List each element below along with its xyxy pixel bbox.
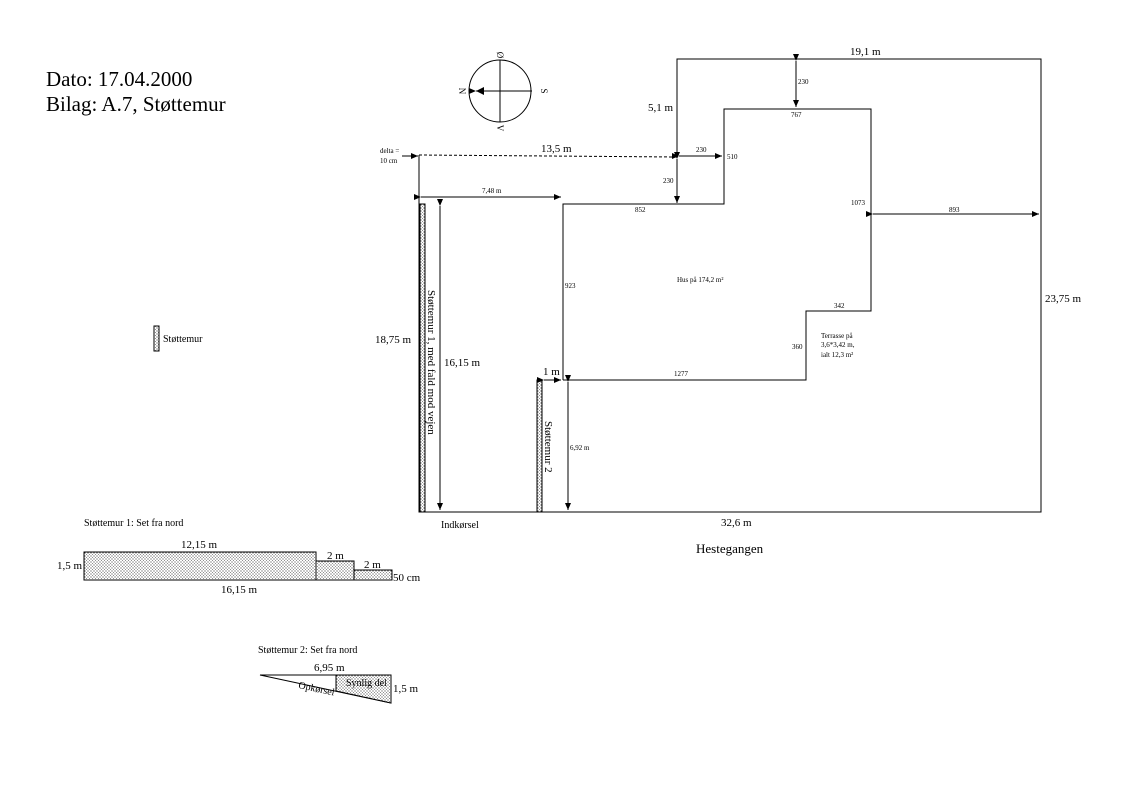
elev1-dim-2m-a: 2 m <box>327 550 344 562</box>
dim-19-1: 19,1 m <box>850 46 881 58</box>
dim-852: 852 <box>635 206 646 214</box>
elevation-2-wall <box>259 674 392 704</box>
dim-13-5: 13,5 m <box>541 143 572 155</box>
compass-south: S <box>539 88 549 93</box>
dim-360: 360 <box>792 343 803 351</box>
terrace-label-3: ialt 12,3 m² <box>821 351 853 359</box>
compass-east: Ø <box>495 52 505 59</box>
elev1-dim-1-5: 1,5 m <box>57 560 83 572</box>
compass-west: V <box>495 125 505 132</box>
delta-label-1: delta = <box>380 147 399 155</box>
delta-label-2: 10 cm <box>380 157 398 165</box>
plot-boundary-top-dashed <box>418 154 678 158</box>
dim-32-6: 32,6 m <box>721 517 752 529</box>
dim-18-75: 18,75 m <box>375 334 412 346</box>
dim-230-top: 230 <box>798 78 809 86</box>
retaining-wall-1 <box>419 203 426 513</box>
terrace-label-1: Terrasse på <box>821 332 853 340</box>
dim-767: 767 <box>791 111 802 119</box>
house-label: Hus på 174,2 m² <box>677 276 723 284</box>
compass-north: N <box>457 88 467 95</box>
dim-6-92: 6,92 m <box>570 444 590 452</box>
elev2-dim-1-5: 1,5 m <box>393 683 419 695</box>
terrace-label-2: 3,6*3,42 m, <box>821 341 855 349</box>
dim-510: 510 <box>727 153 738 161</box>
elev1-dim-50cm: 50 cm <box>393 572 421 584</box>
plot-boundary <box>418 58 1042 513</box>
entrance-label: Indkørsel <box>441 520 479 531</box>
dim-893: 893 <box>949 206 960 214</box>
dim-1m: 1 m <box>543 366 560 378</box>
dim-1277: 1277 <box>674 370 689 378</box>
legend-swatch <box>153 325 160 352</box>
date-label: Dato: 17.04.2000 <box>46 67 192 91</box>
appendix-label: Bilag: A.7, Støttemur <box>46 92 226 116</box>
elevation-2-title: Støttemur 2: Set fra nord <box>258 645 357 656</box>
legend-label: Støttemur <box>163 334 203 345</box>
elevation-1-title: Støttemur 1: Set fra nord <box>84 518 183 529</box>
dim-1073: 1073 <box>851 199 866 207</box>
retaining-wall-1-label: Støttemur 1, med fald mod vejen <box>425 290 437 435</box>
dim-23-75: 23,75 m <box>1045 293 1082 305</box>
retaining-wall-2 <box>536 379 543 513</box>
retaining-wall-2-label: Støttemur 2 <box>542 421 554 473</box>
elevation-1-wall <box>83 551 393 581</box>
dim-230-mid: 230 <box>696 146 707 154</box>
dim-16-15: 16,15 m <box>444 357 481 369</box>
dim-230-left: 230 <box>663 177 674 185</box>
dim-5-1: 5,1 m <box>648 102 674 114</box>
compass-icon: N S Ø V <box>457 52 549 132</box>
elev1-dim-12-15: 12,15 m <box>181 539 218 551</box>
elev2-visible-label: Synlig del <box>346 678 387 689</box>
dim-923: 923 <box>565 282 576 290</box>
dimension-lines <box>402 54 1039 510</box>
elev2-dim-6-95: 6,95 m <box>314 662 345 674</box>
road-label: Hestegangen <box>696 541 764 556</box>
elev1-dim-2m-b: 2 m <box>364 559 381 571</box>
dim-7-48: 7,48 m <box>482 187 502 195</box>
dim-342: 342 <box>834 302 845 310</box>
house-outline <box>562 108 872 381</box>
elev1-dim-16-15: 16,15 m <box>221 584 258 596</box>
